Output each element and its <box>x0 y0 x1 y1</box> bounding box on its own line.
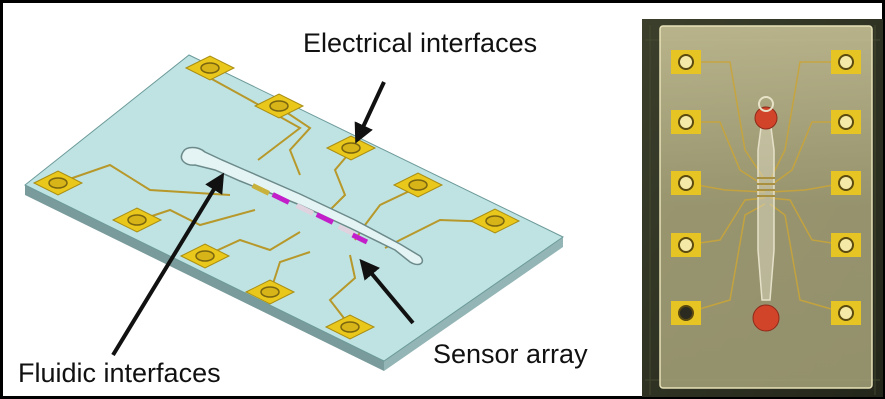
contact-pad <box>179 243 231 269</box>
contact-pad <box>469 208 521 234</box>
chip-diagram <box>24 54 564 371</box>
contact-pad <box>392 172 444 198</box>
arrow-fluidic <box>111 172 225 357</box>
photo-channel <box>757 119 775 301</box>
label-electrical-interfaces: Electrical interfaces <box>303 28 538 58</box>
sensor-array <box>251 183 369 245</box>
fluidic-channel <box>180 146 424 266</box>
contact-pad <box>324 314 376 340</box>
contact-pad <box>253 93 305 119</box>
label-fluidic-interfaces: Fluidic interfaces <box>18 358 221 388</box>
chip-edge-right <box>384 237 563 371</box>
contact-pad <box>184 55 236 81</box>
device-photo <box>642 19 883 397</box>
contact-pad <box>244 279 296 305</box>
arrow-sensor <box>359 258 415 325</box>
contact-pad <box>32 170 84 196</box>
chip-edge-front <box>25 185 384 371</box>
photo-fluidic-ports <box>752 96 780 332</box>
contact-pad <box>111 207 163 233</box>
label-sensor-array: Sensor array <box>433 339 588 369</box>
photo-contact-pads <box>671 50 861 325</box>
contact-pads <box>32 55 521 340</box>
chip-surface <box>24 54 564 362</box>
arrow-electrical <box>354 81 386 144</box>
